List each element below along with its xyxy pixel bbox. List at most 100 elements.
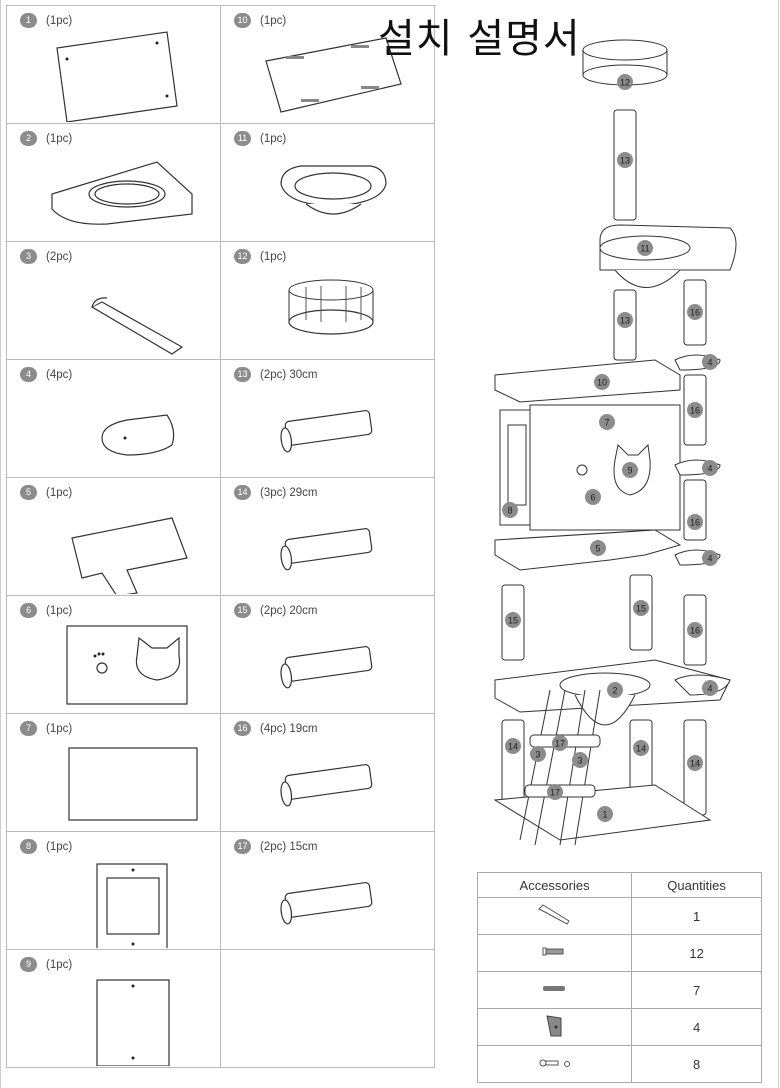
cat-face-panel-drawing [66, 625, 188, 705]
empty-cell [221, 950, 435, 1068]
part-marker-label: 9 [627, 466, 632, 476]
part-quantity: (1pc) [46, 840, 73, 853]
part-marker [505, 738, 521, 754]
screw-icon [542, 947, 564, 955]
part-cell: 3(2pc) [7, 242, 221, 360]
part-marker [617, 152, 633, 168]
left-edge [0, 0, 1, 1088]
round-fence-drawing [288, 279, 374, 335]
part-cell: 8 (1pc) [7, 832, 221, 950]
part-cell: 7(1pc) [7, 714, 221, 832]
part-cell: 2 (1pc) [7, 124, 221, 242]
part-header: 6 (1pc) [20, 603, 72, 618]
part-cell: 11 (1pc) [221, 124, 435, 242]
parts-row: 8 (1pc) 17 (2pc) 15cm [7, 832, 436, 950]
part-quantity: (4pc) 19cm [260, 722, 318, 735]
part-marker [530, 746, 546, 762]
parts-row: 1(1pc) 10(1pc) [7, 6, 436, 124]
part-number: 9 [20, 957, 37, 972]
part-marker [687, 402, 703, 418]
post-drawing [280, 646, 373, 689]
parts-row: 3(2pc)12(1pc) [7, 242, 436, 360]
accessory-quantity: 12 [631, 934, 762, 972]
small-panel-drawing [96, 979, 170, 1066]
part-cell: 10(1pc) [221, 6, 435, 124]
parts-row: 9 (1pc) [7, 950, 436, 1068]
part-quantity: (4pc) [46, 368, 73, 381]
part-marker-label: 10 [597, 378, 607, 388]
window-panel-drawing [96, 863, 168, 948]
part-header: 17 (2pc) 15cm [234, 839, 318, 854]
part-marker-label: 7 [604, 418, 609, 428]
part-marker [594, 374, 610, 390]
part-marker-label: 13 [620, 316, 630, 326]
dowel-icon [542, 985, 565, 991]
part-marker-label: 16 [690, 518, 700, 528]
part-marker-label: 17 [550, 788, 560, 798]
part-marker [702, 680, 718, 696]
part-number: 6 [20, 603, 37, 618]
parts-row: 5(1pc)14(3pc) 29cm [7, 478, 436, 596]
part-marker-label: 4 [707, 554, 712, 564]
part-marker [585, 489, 601, 505]
corner-bowl-board-drawing [51, 161, 193, 225]
part-quantity: (2pc) 15cm [260, 840, 318, 853]
part-quantity: (2pc) 30cm [260, 368, 318, 381]
quantities-header: Quantities [631, 872, 762, 898]
part-quantity: (1pc) [46, 958, 73, 971]
part-marker [599, 414, 615, 430]
part-marker [687, 755, 703, 771]
part-marker [702, 354, 718, 370]
part-cell: 5(1pc) [7, 478, 221, 596]
part-marker [607, 682, 623, 698]
part-number: 8 [20, 839, 37, 854]
accessory-row: 7 [476, 971, 762, 1009]
part-quantity: (1pc) [260, 250, 287, 263]
part-header: 11 (1pc) [234, 131, 286, 146]
part-marker-label: 4 [707, 684, 712, 694]
panel-drawing [68, 747, 198, 821]
part-header: 4(4pc) [20, 367, 72, 382]
part-marker [622, 462, 638, 478]
part-cell: 15(2pc) 20cm [221, 596, 435, 714]
part-marker-label: 5 [595, 544, 600, 554]
part-cell: 17 (2pc) 15cm [221, 832, 435, 950]
part-quantity: (1pc) [46, 132, 73, 145]
part-marker [702, 550, 718, 566]
part-cell: 12(1pc) [221, 242, 435, 360]
l-board-drawing [71, 517, 188, 594]
part-number: 17 [234, 839, 251, 854]
part-quantity: (1pc) [260, 132, 287, 145]
parts-grid: 1(1pc)10(1pc)2(1pc)11(1pc)3(2pc)12(1pc)4… [6, 5, 436, 1068]
part-marker-label: 2 [612, 686, 617, 696]
part-header: 1(1pc) [20, 13, 72, 28]
part-quantity: (1pc) [46, 604, 73, 617]
parts-row: 6 (1pc) 15(2pc) 20cm [7, 596, 436, 714]
part-marker-label: 14 [508, 742, 518, 752]
part-number: 13 [234, 367, 251, 382]
base-board-drawing [56, 31, 178, 122]
part-marker-label: 17 [555, 739, 565, 749]
post-drawing [280, 528, 373, 571]
part-marker-label: 11 [640, 244, 649, 254]
part-number: 11 [234, 131, 251, 146]
part-marker-label: 15 [508, 616, 518, 626]
part-marker-label: 13 [620, 156, 630, 166]
part-marker [547, 784, 563, 800]
parts-row: 7(1pc) 16 (4pc) 19cm [7, 714, 436, 832]
accessory-quantity: 4 [631, 1008, 762, 1046]
part-number: 2 [20, 131, 37, 146]
part-marker [702, 460, 718, 476]
part-marker [687, 304, 703, 320]
part-quantity: (1pc) [46, 486, 73, 499]
part-quantity: (3pc) 29cm [260, 486, 318, 499]
accessory-quantity: 8 [631, 1045, 762, 1083]
part-quantity: (2pc) 20cm [260, 604, 318, 617]
part-cell: 6 (1pc) [7, 596, 221, 714]
post-drawing [280, 410, 373, 453]
part-quantity: (1pc) [46, 14, 73, 27]
part-marker-label: 1 [602, 810, 607, 820]
part-number: 16 [234, 721, 251, 736]
